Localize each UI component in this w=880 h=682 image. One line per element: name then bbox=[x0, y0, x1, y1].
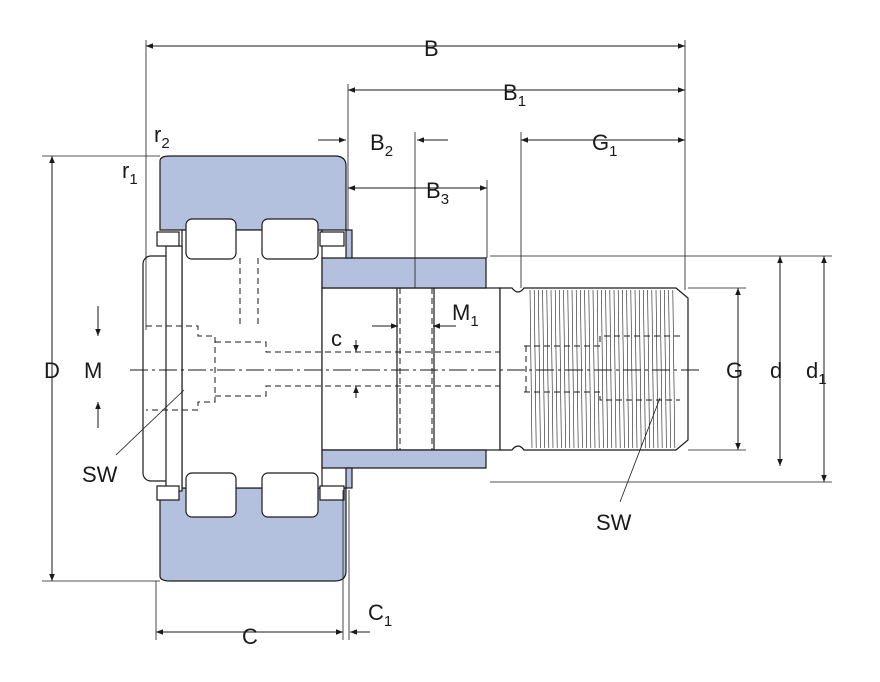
thread-lines bbox=[529, 289, 676, 449]
thread-line bbox=[655, 289, 659, 449]
thread-line bbox=[643, 289, 646, 449]
thread-line bbox=[571, 289, 575, 449]
thread-line bbox=[647, 289, 650, 449]
label-c: c bbox=[331, 326, 342, 351]
label-M1: M1 bbox=[452, 300, 479, 330]
thread-line bbox=[567, 289, 571, 449]
dimension-lines bbox=[49, 43, 827, 635]
label-M: M bbox=[84, 358, 102, 383]
side-washer bbox=[321, 229, 487, 489]
label-D: D bbox=[44, 358, 60, 383]
thread-line bbox=[575, 289, 579, 449]
thread-line bbox=[588, 289, 592, 449]
label-B: B bbox=[424, 36, 439, 61]
label-r2: r2 bbox=[154, 122, 170, 152]
thread-line bbox=[630, 289, 634, 449]
thread-line bbox=[580, 289, 583, 449]
thread-line bbox=[596, 289, 600, 449]
thread-line bbox=[601, 289, 604, 449]
hidden-bores bbox=[146, 258, 680, 450]
thread-line bbox=[542, 289, 545, 449]
label-G: G bbox=[726, 358, 743, 383]
thread-line bbox=[672, 289, 676, 449]
thread-line bbox=[659, 289, 663, 449]
label-B3: B3 bbox=[426, 178, 449, 208]
thread-line bbox=[634, 289, 638, 449]
extension-lines bbox=[42, 40, 832, 640]
thread-line bbox=[554, 289, 558, 449]
label-d: d bbox=[770, 358, 782, 383]
thread-line bbox=[584, 289, 587, 449]
thread-line bbox=[605, 289, 608, 449]
thread-line bbox=[592, 289, 596, 449]
label-C1: C1 bbox=[368, 600, 392, 630]
label-d1: d1 bbox=[806, 358, 827, 388]
thread-line bbox=[546, 289, 550, 449]
thread-line bbox=[651, 289, 655, 449]
thread-line bbox=[617, 289, 621, 449]
thread-line bbox=[622, 289, 625, 449]
seals bbox=[156, 231, 345, 501]
label-sw-left: SW bbox=[82, 462, 118, 487]
thread-line bbox=[613, 289, 617, 449]
label-sw-right: SW bbox=[596, 510, 632, 535]
thread-line bbox=[538, 289, 541, 449]
thread-line bbox=[529, 289, 533, 449]
thread-line bbox=[668, 289, 671, 449]
thread-line bbox=[563, 289, 566, 449]
thread-line bbox=[559, 289, 562, 449]
flange-head bbox=[142, 245, 183, 492]
label-r1: r1 bbox=[122, 158, 138, 188]
rollers bbox=[185, 218, 319, 518]
thread-line bbox=[626, 289, 629, 449]
thread-line bbox=[664, 289, 667, 449]
thread-line bbox=[609, 289, 613, 449]
label-G1: G1 bbox=[592, 130, 617, 160]
label-B2: B2 bbox=[370, 130, 393, 160]
thread-line bbox=[550, 289, 554, 449]
label-B1: B1 bbox=[503, 80, 526, 110]
thread-line bbox=[533, 289, 537, 449]
dimension-labels: B B1 B2 B3 G1 r2 r1 D M M1 c G d d1 SW S… bbox=[44, 36, 827, 649]
thread-line bbox=[638, 289, 642, 449]
label-C: C bbox=[242, 624, 258, 649]
